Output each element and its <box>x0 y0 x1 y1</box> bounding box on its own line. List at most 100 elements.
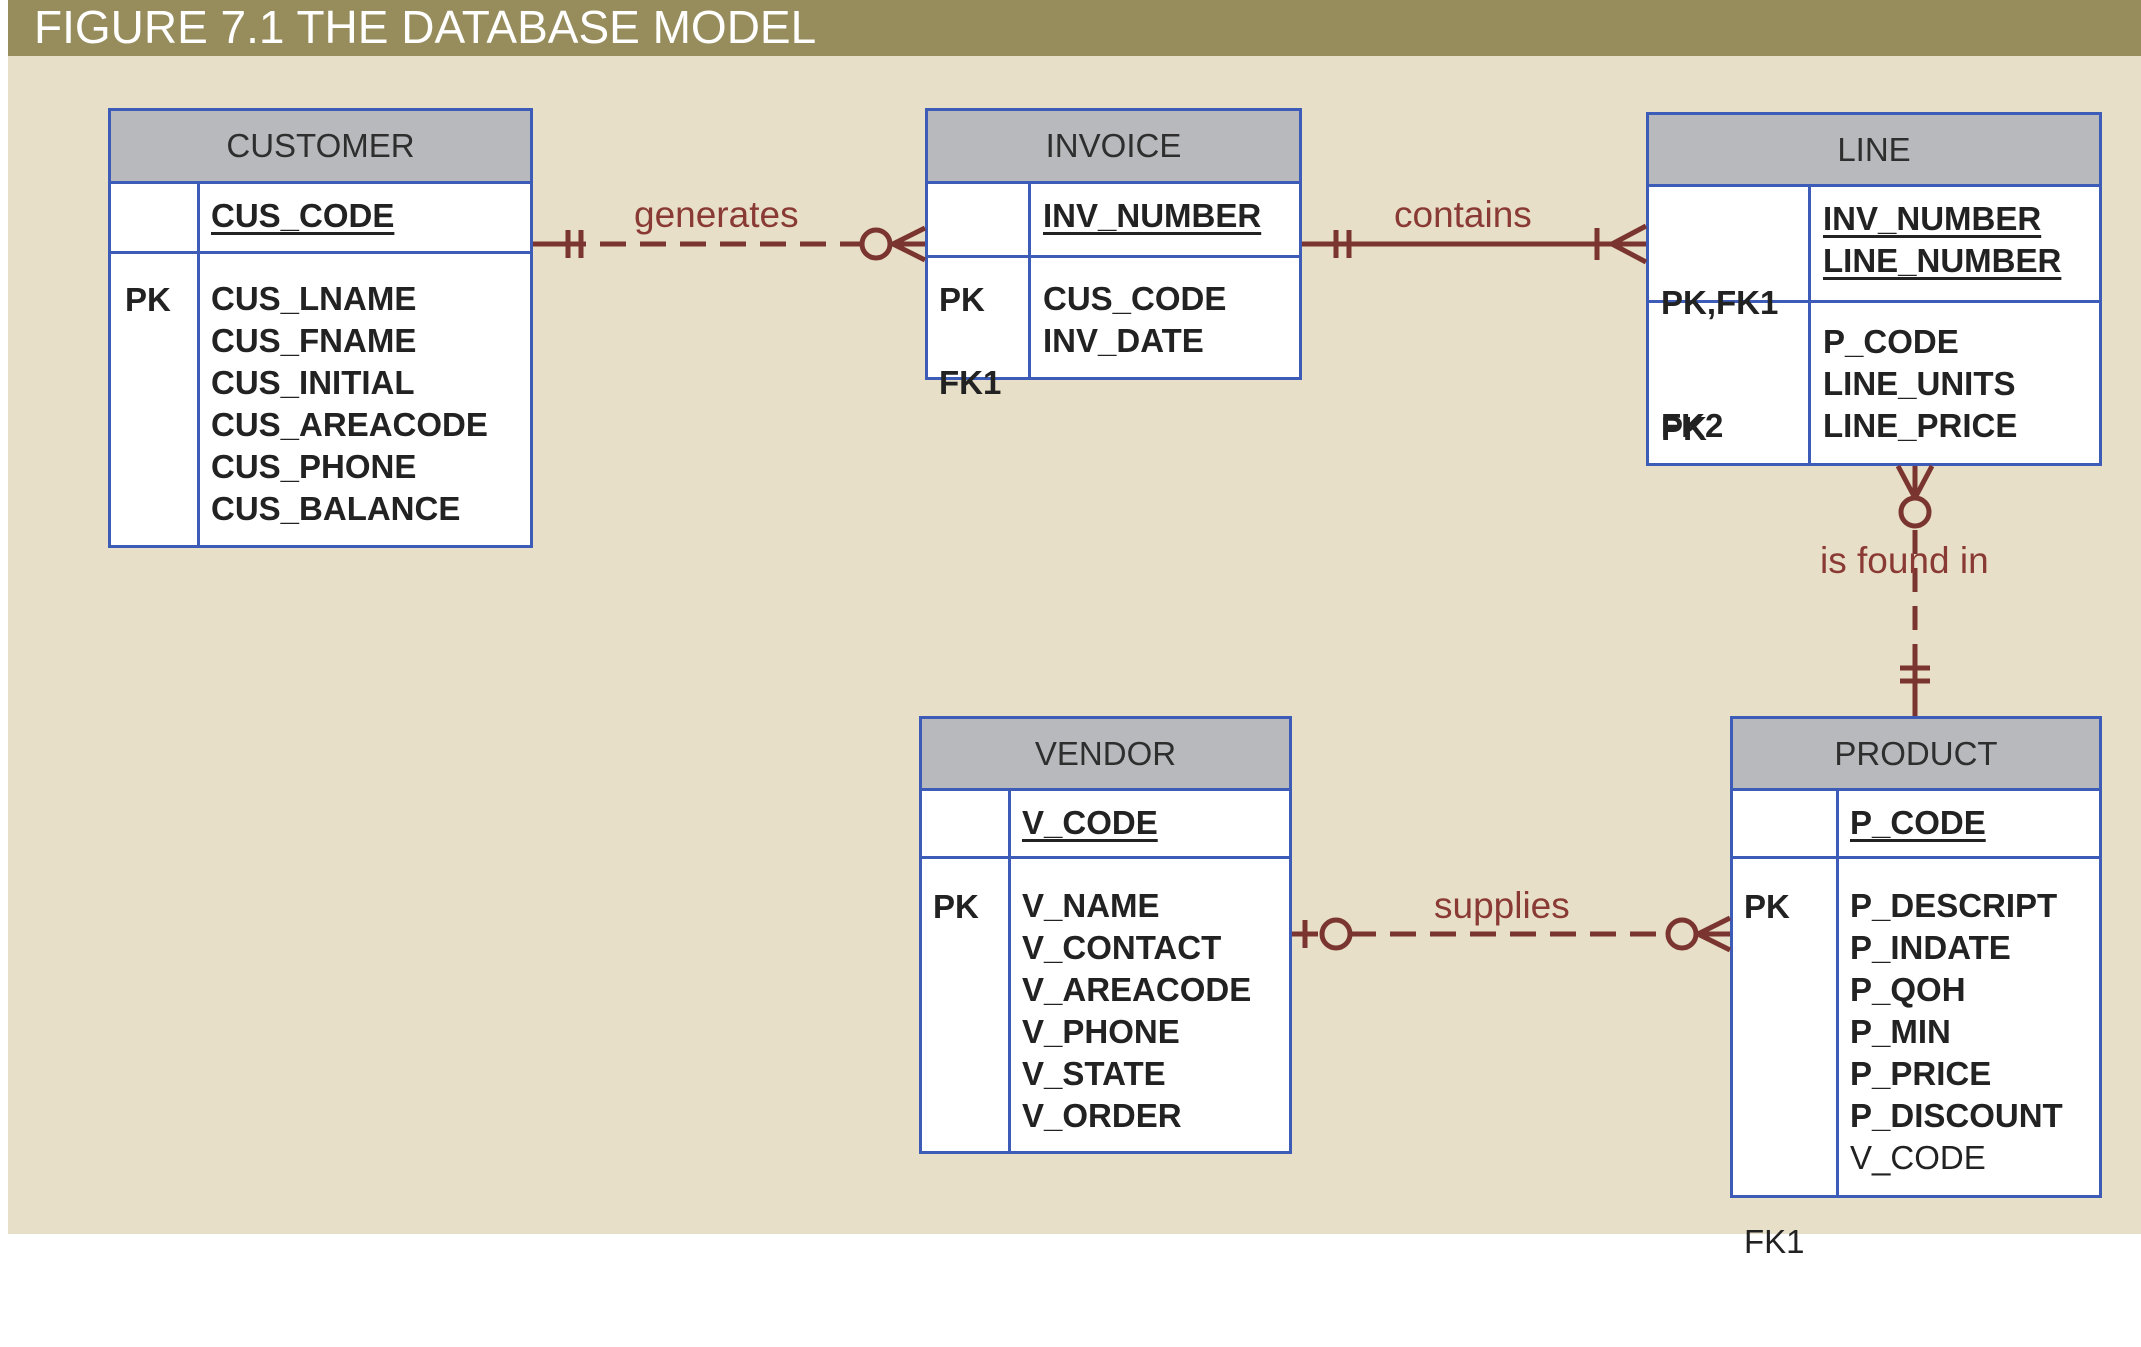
attribute: V_CODE <box>1850 1139 1986 1176</box>
attribute: P_INDATE <box>1850 929 2011 966</box>
key-label: PK <box>125 281 171 318</box>
attribute-list: CUS_LNAME CUS_FNAME CUS_INITIAL CUS_AREA… <box>211 278 488 530</box>
key-labels: PK <box>1744 802 1790 1012</box>
zero-mark <box>1898 495 1932 529</box>
key-label: PK <box>1661 410 1707 447</box>
pk-attribute: INV_NUMBER <box>1043 197 1262 234</box>
attribute: LINE_UNITS <box>1823 365 2016 402</box>
zero-mark <box>1665 917 1699 951</box>
column-divider <box>1808 187 1811 463</box>
attribute: P_DISCOUNT <box>1850 1097 2063 1134</box>
attribute: V_ORDER <box>1022 1097 1182 1134</box>
attribute: P_CODE <box>1823 323 1959 360</box>
pk-attribute: CUS_CODE <box>211 197 395 234</box>
attribute: P_PRICE <box>1850 1055 1992 1092</box>
entity-name: LINE <box>1837 131 1911 168</box>
pk-attribute: LINE_NUMBER <box>1823 242 2062 279</box>
attribute-list: P_CODE LINE_UNITS LINE_PRICE <box>1823 321 2017 447</box>
attribute: CUS_CODE <box>1043 280 1227 317</box>
crowfoot <box>891 241 927 263</box>
pk-attribute: P_CODE <box>1850 804 1986 841</box>
attribute: CUS_PHONE <box>211 448 417 485</box>
entity-header: INVOICE <box>928 111 1299 184</box>
attribute: P_MIN <box>1850 1013 1951 1050</box>
pk-attributes: P_CODE <box>1850 802 1986 844</box>
key-label: PK <box>939 281 985 318</box>
pk-attributes: CUS_CODE <box>211 195 394 237</box>
crowfoot <box>1895 464 1918 500</box>
attribute: V_NAME <box>1022 887 1160 924</box>
relationship-label-contains: contains <box>1394 194 1532 235</box>
attribute: P_QOH <box>1850 971 1966 1008</box>
key-label: PK <box>1744 888 1790 925</box>
attribute: V_STATE <box>1022 1055 1166 1092</box>
attribute-list: V_NAME V_CONTACT V_AREACODE V_PHONE V_ST… <box>1022 885 1251 1137</box>
attribute: V_CONTACT <box>1022 929 1222 966</box>
entity-vendor: VENDOR PK V_CODE V_NAME V_CONTACT V_AREA… <box>919 716 1292 1154</box>
crowfoot <box>1696 931 1732 953</box>
entity-name: VENDOR <box>1034 735 1177 772</box>
relationship-is-found-in-line <box>1895 464 1935 716</box>
relationship-supplies-line <box>1292 915 1732 953</box>
column-divider <box>1836 791 1839 1195</box>
crowfoot <box>1610 241 1648 265</box>
attribute: INV_DATE <box>1043 322 1204 359</box>
figure-title: FIGURE 7.1 THE DATABASE MODEL <box>34 1 817 53</box>
key-labels: PK <box>933 802 979 1012</box>
attribute: V_PHONE <box>1022 1013 1180 1050</box>
crowfoot <box>891 225 927 247</box>
pk-attributes: V_CODE <box>1022 802 1158 844</box>
zero-mark <box>859 227 893 261</box>
pk-attributes: INV_NUMBER LINE_NUMBER <box>1823 198 2061 282</box>
entity-header: LINE <box>1649 115 2099 187</box>
column-divider <box>1008 791 1011 1151</box>
entity-name: CUSTOMER <box>226 127 415 164</box>
crowfoot <box>1696 915 1732 937</box>
attribute-list: CUS_CODE INV_DATE <box>1043 278 1226 362</box>
key-labels: PK <box>125 195 171 405</box>
attribute: CUS_AREACODE <box>211 406 488 443</box>
key-labels: FK2 <box>1661 321 1723 531</box>
attribute: LINE_PRICE <box>1823 407 2018 444</box>
relationship-label-generates: generates <box>634 194 799 235</box>
pk-attribute: INV_NUMBER <box>1823 200 2042 237</box>
relationship-contains-line <box>1302 223 1648 265</box>
pk-attribute: V_CODE <box>1022 804 1158 841</box>
attribute: CUS_FNAME <box>211 322 417 359</box>
attribute: CUS_LNAME <box>211 280 417 317</box>
crowfoot <box>1610 223 1648 247</box>
column-divider <box>1028 184 1031 377</box>
entity-header: PRODUCT <box>1733 719 2099 791</box>
relationship-generates-line <box>533 225 927 263</box>
entity-header: CUSTOMER <box>111 111 530 184</box>
key-labels: PK,FK1 PK <box>1661 198 1778 534</box>
key-divider <box>1733 856 2099 859</box>
key-divider <box>1649 300 2099 303</box>
key-label: FK2 <box>1661 407 1724 444</box>
figure-header: FIGURE 7.1 THE DATABASE MODEL <box>8 0 2141 56</box>
entity-name: INVOICE <box>1045 127 1182 164</box>
attribute: CUS_INITIAL <box>211 364 415 401</box>
key-labels: PK <box>939 195 985 405</box>
key-label: PK <box>933 888 979 925</box>
key-divider <box>111 251 530 254</box>
attribute: CUS_BALANCE <box>211 490 461 527</box>
key-divider <box>922 856 1289 859</box>
entity-product: PRODUCT PK FK1 P_CODE P_DESCRIPT P_INDAT… <box>1730 716 2102 1260</box>
key-labels: FK1 <box>939 278 1001 488</box>
relationship-lines <box>533 223 1935 953</box>
key-label: FK1 <box>939 364 1002 401</box>
relationship-label-is-found-in: is found in <box>1820 540 1989 581</box>
pk-attributes: INV_NUMBER <box>1043 195 1261 237</box>
key-divider <box>928 255 1299 258</box>
relationship-label-supplies: supplies <box>1434 885 1570 926</box>
entity-customer: CUSTOMER PK CUS_CODE CUS_LNAME CUS_FNAME… <box>108 108 533 548</box>
crowfoot <box>1912 464 1935 500</box>
entity-invoice: INVOICE PK FK1 INV_NUMBER CUS_CODE INV_D… <box>925 108 1302 401</box>
entity-header: VENDOR <box>922 719 1289 791</box>
attribute: V_AREACODE <box>1022 971 1252 1008</box>
entity-name: PRODUCT <box>1834 735 1998 772</box>
entity-line: LINE PK,FK1 PK FK2 INV_NUMBER LINE_NUMBE… <box>1646 112 2102 466</box>
column-divider <box>197 184 200 545</box>
attribute: P_DESCRIPT <box>1850 887 2058 924</box>
